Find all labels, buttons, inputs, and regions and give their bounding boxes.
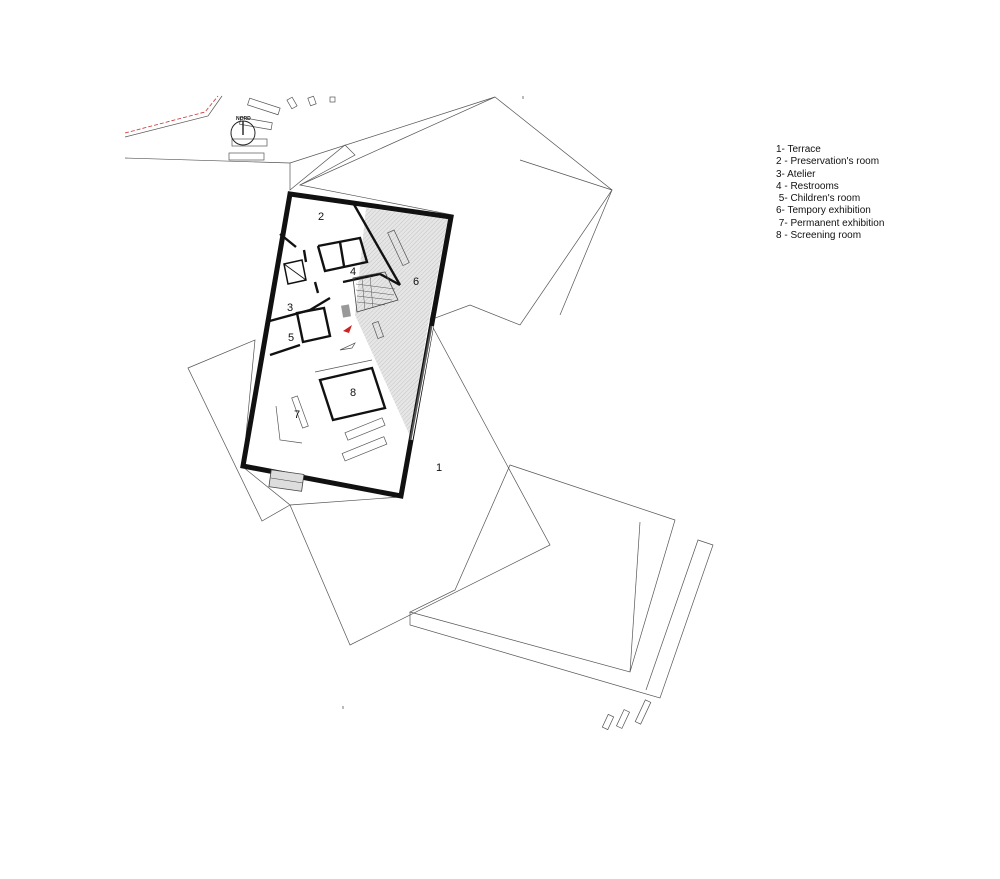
- deck-upper: [298, 96, 613, 326]
- parking-marks: [228, 95, 652, 731]
- deck-lower: [289, 320, 551, 646]
- entrance-steps: [268, 469, 305, 492]
- room-number-8: 8: [350, 387, 356, 399]
- building-outer-wall: [240, 191, 454, 499]
- room-number-1: 1: [436, 462, 442, 474]
- legend-item: 4 - Restrooms: [776, 180, 839, 192]
- room-number-6: 6: [413, 276, 419, 288]
- site-context: [124, 95, 652, 731]
- legend-item: 8 - Screening room: [776, 230, 862, 242]
- room-number-2: 2: [318, 211, 324, 223]
- screening-room-walls: [318, 366, 387, 422]
- legend: 1- Terrace 2 - Preservation's room 3- At…: [776, 144, 884, 242]
- site-boundary-red: [124, 95, 219, 134]
- room-number-5: 5: [288, 332, 294, 344]
- legend-item: 5- Children's room: [776, 193, 861, 205]
- compass-label: NORD: [236, 116, 251, 122]
- exhibition-plinths: [275, 229, 410, 462]
- interior-walls: [265, 200, 402, 422]
- stair: [352, 271, 399, 313]
- room-numbers: 1 2 3 4 5 6 7 8: [287, 211, 442, 474]
- north-compass-icon: NORD: [230, 116, 256, 146]
- legend-item: 1- Terrace: [776, 144, 821, 155]
- room-number-4: 4: [350, 266, 356, 278]
- room-number-3: 3: [287, 302, 293, 314]
- legend-item: 2 - Preservation's room: [776, 156, 880, 168]
- legend-item: 3- Atelier: [776, 168, 816, 180]
- deck-right: [409, 464, 676, 673]
- deck-left: [187, 339, 291, 522]
- legend-item: 6- Tempory exhibition: [776, 205, 871, 217]
- tempory-exhibition-area: [355, 208, 448, 436]
- legend-item: 7- Permanent exhibition: [776, 217, 885, 229]
- terrace-decks: [187, 96, 714, 699]
- room-number-7: 7: [294, 409, 300, 421]
- entrance-marker-icon: [343, 325, 352, 333]
